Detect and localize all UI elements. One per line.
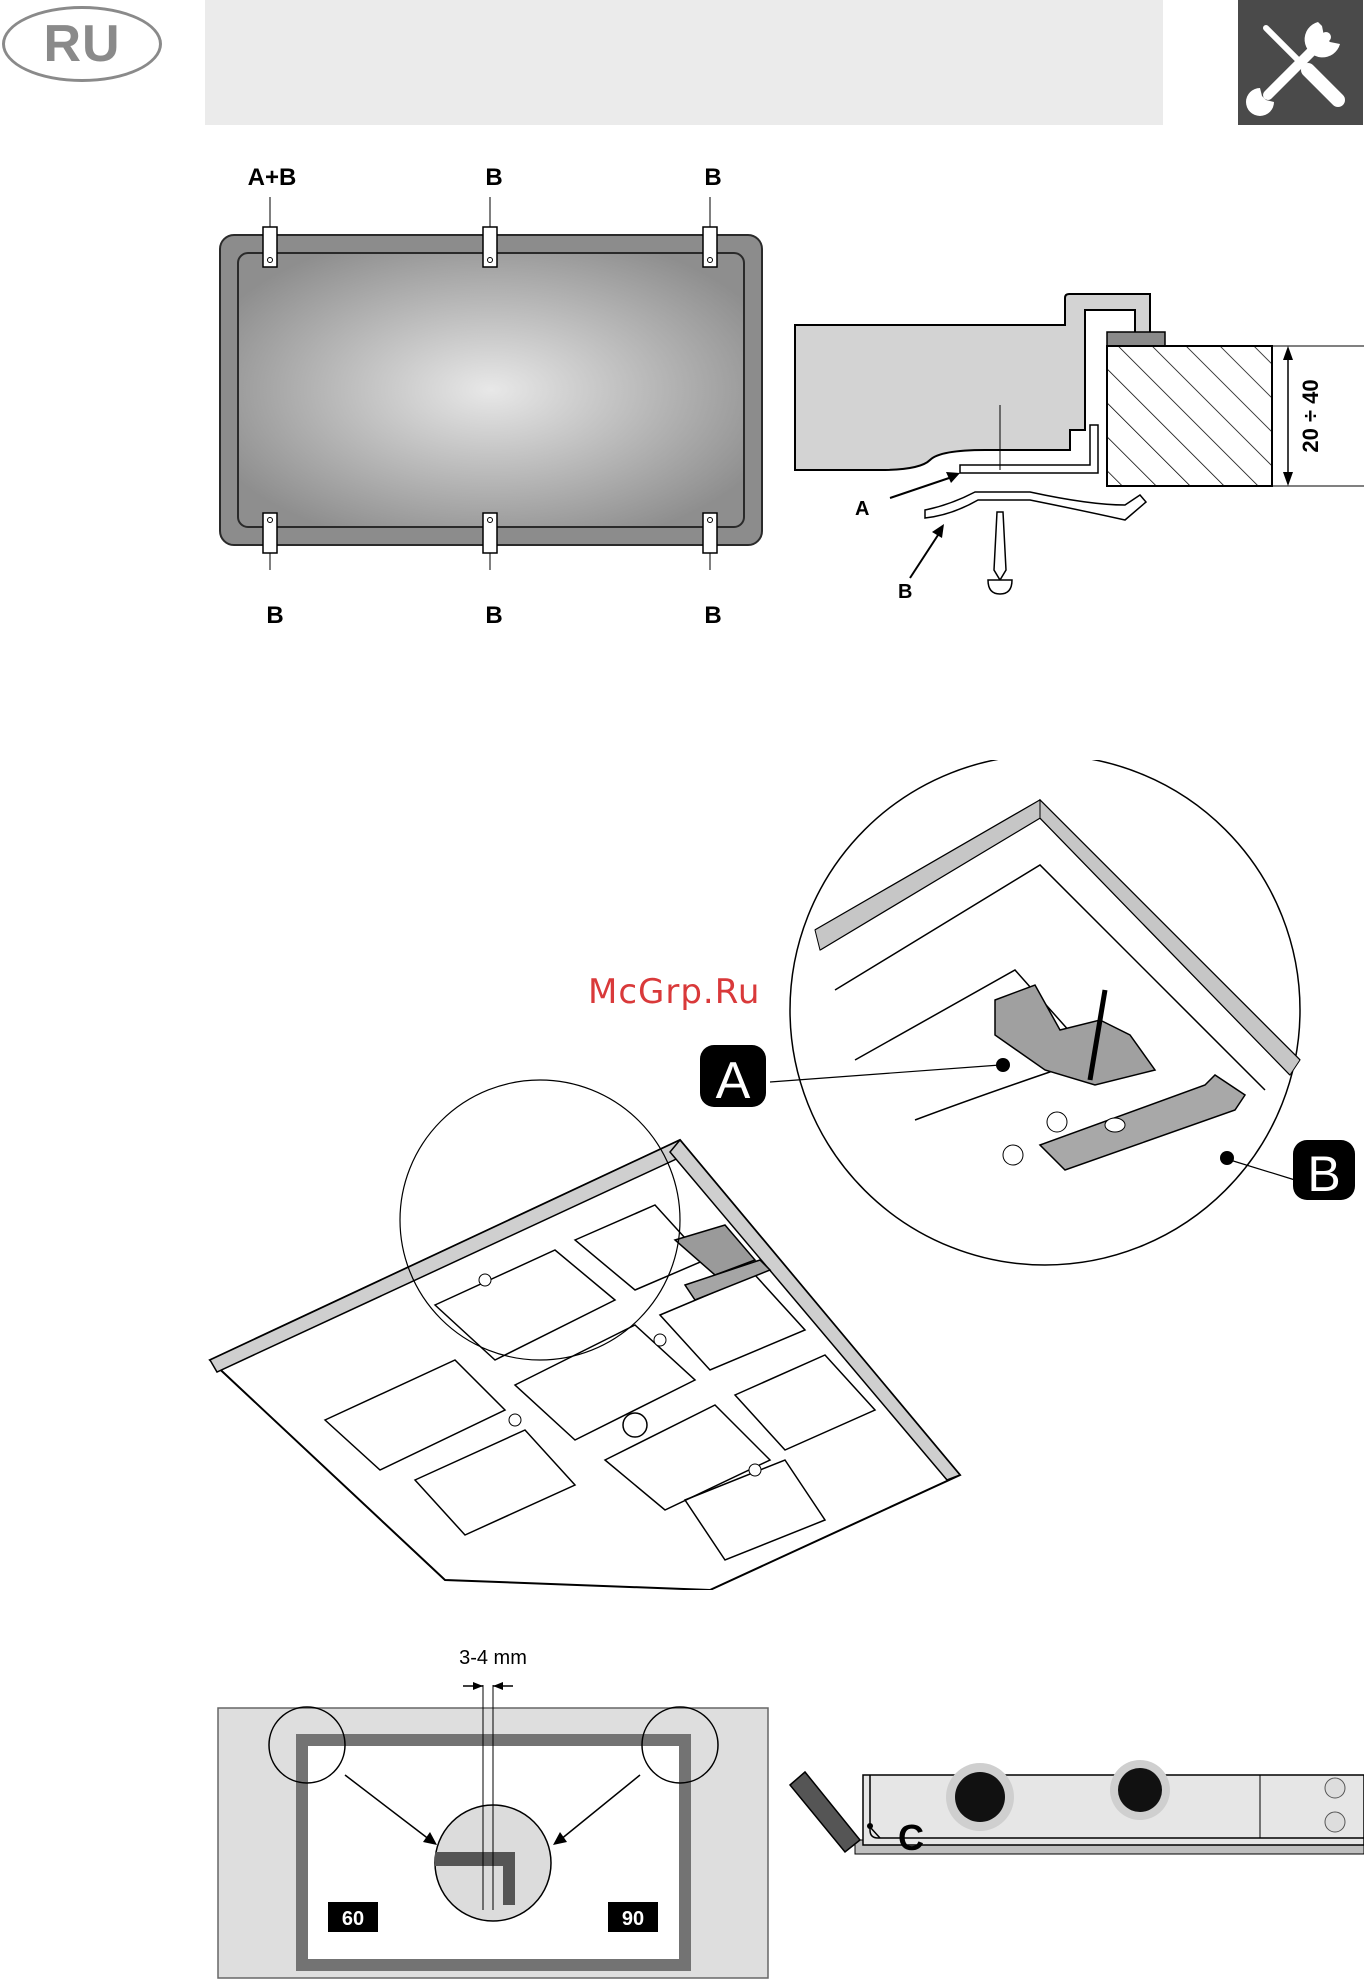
tools-box (1238, 0, 1363, 125)
clamp-top-middle (483, 227, 497, 267)
clamp-label-top-right: B (704, 164, 721, 191)
seal-label-c: C (898, 1817, 924, 1858)
hob-surface (238, 253, 744, 527)
clamp-layout-figure: A+B B B B B B (200, 150, 770, 630)
section-label-b: B (898, 581, 912, 603)
language-badge: RU (2, 6, 162, 82)
callout-b-label: B (1307, 1146, 1340, 1202)
thickness-label: 20 ÷ 40 (1298, 379, 1323, 452)
clamp-bottom-right (703, 513, 717, 570)
clamp-bottom-middle (483, 513, 497, 570)
burner-hole-right (1118, 1768, 1162, 1812)
hob-underside (210, 1140, 960, 1590)
gasket (1107, 332, 1165, 346)
worktop (1107, 346, 1272, 486)
cutout-label-60: 60 (342, 1908, 364, 1930)
clamp-label-bottom-left: B (266, 602, 283, 629)
cutout-label-90: 90 (622, 1908, 644, 1930)
sealant-tube (790, 1772, 860, 1852)
burner-hole-left (955, 1772, 1005, 1822)
screw-section (994, 512, 1006, 580)
clamp-label-bottom-right: B (704, 602, 721, 629)
callout-a-label: A (716, 1052, 751, 1110)
watermark-text: McGrp.Ru (588, 972, 760, 1012)
clamp-label-top-middle: B (485, 164, 502, 191)
clamp-top-right (703, 227, 717, 267)
clamp-b-section (925, 492, 1146, 520)
perspective-figure: A B (195, 760, 1364, 1590)
clamp-bottom-left (263, 513, 277, 570)
section-label-a: A (855, 498, 869, 520)
cutout-figure: 3-4 mm 60 90 (215, 1630, 770, 1984)
clamp-top-left (263, 227, 277, 267)
wrench-screwdriver-icon (1238, 0, 1363, 125)
gap-label: 3-4 mm (459, 1647, 527, 1669)
section-view-figure: 20 ÷ 40 A B (780, 280, 1364, 610)
seal-figure: C (780, 1760, 1364, 1984)
clamp-label-top-left: A+B (248, 164, 297, 191)
clamp-label-bottom-middle: B (485, 602, 502, 629)
header-bar (205, 0, 1163, 125)
